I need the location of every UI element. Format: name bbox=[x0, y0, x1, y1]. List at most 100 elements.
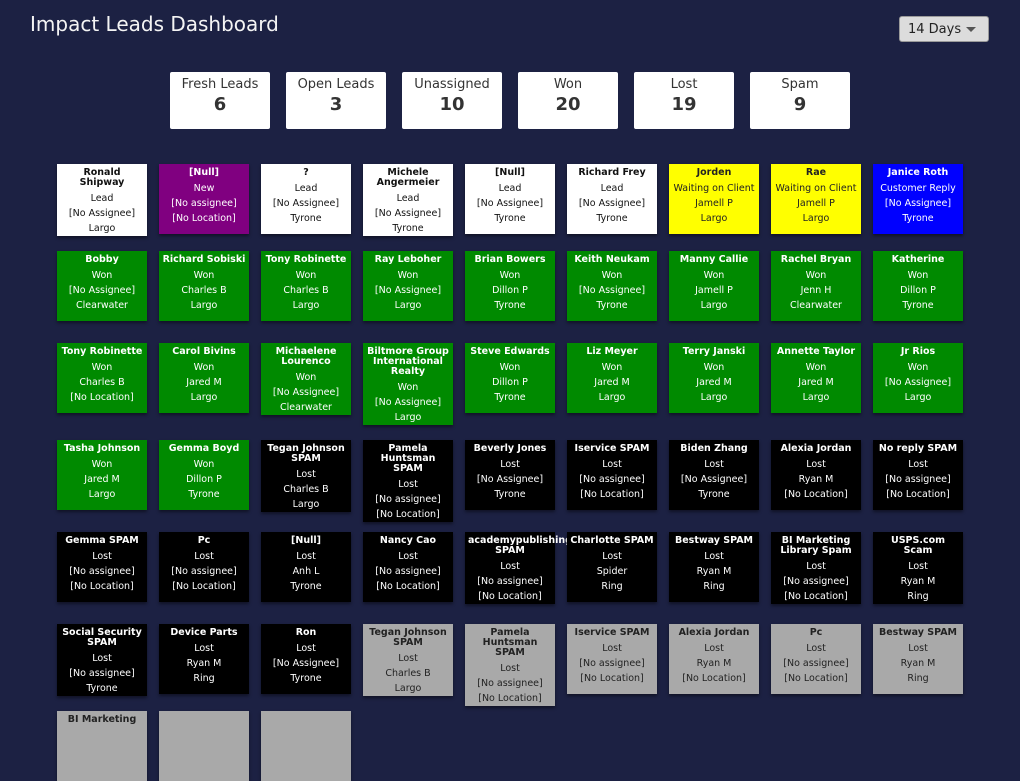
stat-fresh-leads[interactable]: Fresh Leads 6 bbox=[170, 72, 270, 129]
lead-card[interactable] bbox=[261, 711, 351, 781]
lead-assignee: [No assignee] bbox=[885, 474, 951, 485]
lead-card[interactable]: ?Lead[No Assignee]Tyrone bbox=[261, 164, 351, 234]
lead-card[interactable]: [Null]Lead[No Assignee]Tyrone bbox=[465, 164, 555, 234]
lead-name: Iservice SPAM bbox=[574, 443, 650, 454]
stat-lost[interactable]: Lost 19 bbox=[634, 72, 734, 129]
lead-location: Tyrone bbox=[902, 300, 934, 311]
lead-status: Lost bbox=[92, 653, 112, 664]
lead-name: [Null] bbox=[189, 167, 219, 178]
lead-card[interactable] bbox=[159, 711, 249, 781]
lead-status: Lost bbox=[806, 561, 826, 572]
lead-assignee: [No assignee] bbox=[477, 678, 543, 689]
stat-open-leads[interactable]: Open Leads 3 bbox=[286, 72, 386, 129]
lead-location: Tyrone bbox=[596, 300, 628, 311]
lead-assignee: [No assignee] bbox=[375, 566, 441, 577]
lead-status: Lead bbox=[90, 193, 114, 204]
stat-value: 10 bbox=[439, 94, 465, 115]
stat-spam[interactable]: Spam 9 bbox=[750, 72, 850, 129]
lead-name: [Null] bbox=[495, 167, 525, 178]
lead-assignee: Ryan M bbox=[696, 658, 732, 669]
lead-assignee: [No assignee] bbox=[477, 576, 543, 587]
lead-location: Largo bbox=[190, 300, 218, 311]
stat-value: 6 bbox=[213, 94, 227, 115]
lead-assignee: [No assignee] bbox=[783, 658, 849, 669]
lead-name: Gemma SPAM bbox=[65, 535, 139, 546]
lead-status: New bbox=[193, 183, 215, 194]
lead-assignee: Charles B bbox=[79, 377, 125, 388]
lead-assignee: [No assignee] bbox=[69, 668, 135, 679]
lead-card[interactable]: [Null]New[No assignee][No Location] bbox=[159, 164, 249, 234]
page-title: Impact Leads Dashboard bbox=[30, 12, 279, 36]
lead-name: ? bbox=[303, 167, 309, 178]
lead-name: Ray Leboher bbox=[374, 254, 442, 265]
lead-status: Lost bbox=[602, 459, 622, 470]
stat-label: Spam bbox=[781, 77, 819, 92]
lead-assignee: Ryan M bbox=[798, 474, 834, 485]
lead-name: Ronald Shipway bbox=[79, 167, 125, 188]
lead-card[interactable]: BI Marketing bbox=[57, 711, 147, 781]
lead-status: Won bbox=[703, 270, 725, 281]
date-range-select[interactable]: 14 Days bbox=[899, 16, 989, 42]
lead-status: Won bbox=[91, 459, 113, 470]
lead-status: Won bbox=[295, 372, 317, 383]
lead-name: Richard Sobiski bbox=[162, 254, 246, 265]
lead-status: Won bbox=[703, 362, 725, 373]
stat-unassigned[interactable]: Unassigned 10 bbox=[402, 72, 502, 129]
lead-status: Lost bbox=[500, 459, 520, 470]
stat-won[interactable]: Won 20 bbox=[518, 72, 618, 129]
stat-value: 9 bbox=[793, 94, 807, 115]
lead-status: Won bbox=[397, 382, 419, 393]
